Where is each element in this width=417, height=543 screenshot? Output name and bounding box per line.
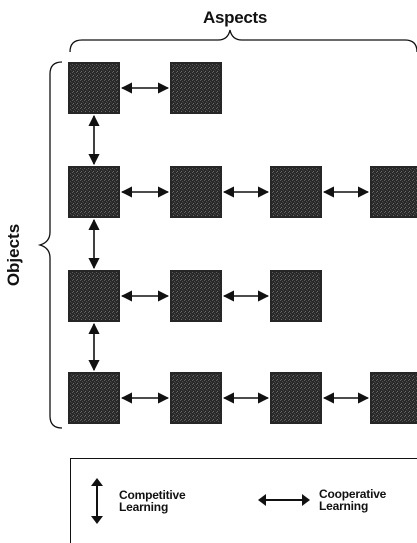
node-r1-c1 [68, 62, 120, 114]
legend-competitive: Competitive Learning [89, 477, 185, 525]
node-r4-c4 [370, 372, 417, 424]
vertical-double-arrow-icon [89, 477, 105, 525]
node-r3-c1 [68, 270, 120, 322]
node-r2-c3 [270, 166, 322, 218]
node-r2-c1 [68, 166, 120, 218]
node-r4-c2 [170, 372, 222, 424]
node-r4-c3 [270, 372, 322, 424]
legend-cooperative-line2: Learning [319, 500, 386, 512]
node-r3-c3 [270, 270, 322, 322]
node-r4-c1 [68, 372, 120, 424]
objects-brace [40, 62, 62, 428]
node-r3-c2 [170, 270, 222, 322]
aspects-brace [70, 30, 417, 52]
legend-competitive-line2: Learning [119, 501, 185, 513]
node-r2-c4 [370, 166, 417, 218]
node-r1-c2 [170, 62, 222, 114]
horizontal-double-arrow-icon [257, 490, 311, 510]
node-r2-c2 [170, 166, 222, 218]
legend-cooperative: Cooperative Learning [257, 488, 386, 512]
legend: Competitive Learning Cooperative Learnin… [70, 458, 417, 543]
